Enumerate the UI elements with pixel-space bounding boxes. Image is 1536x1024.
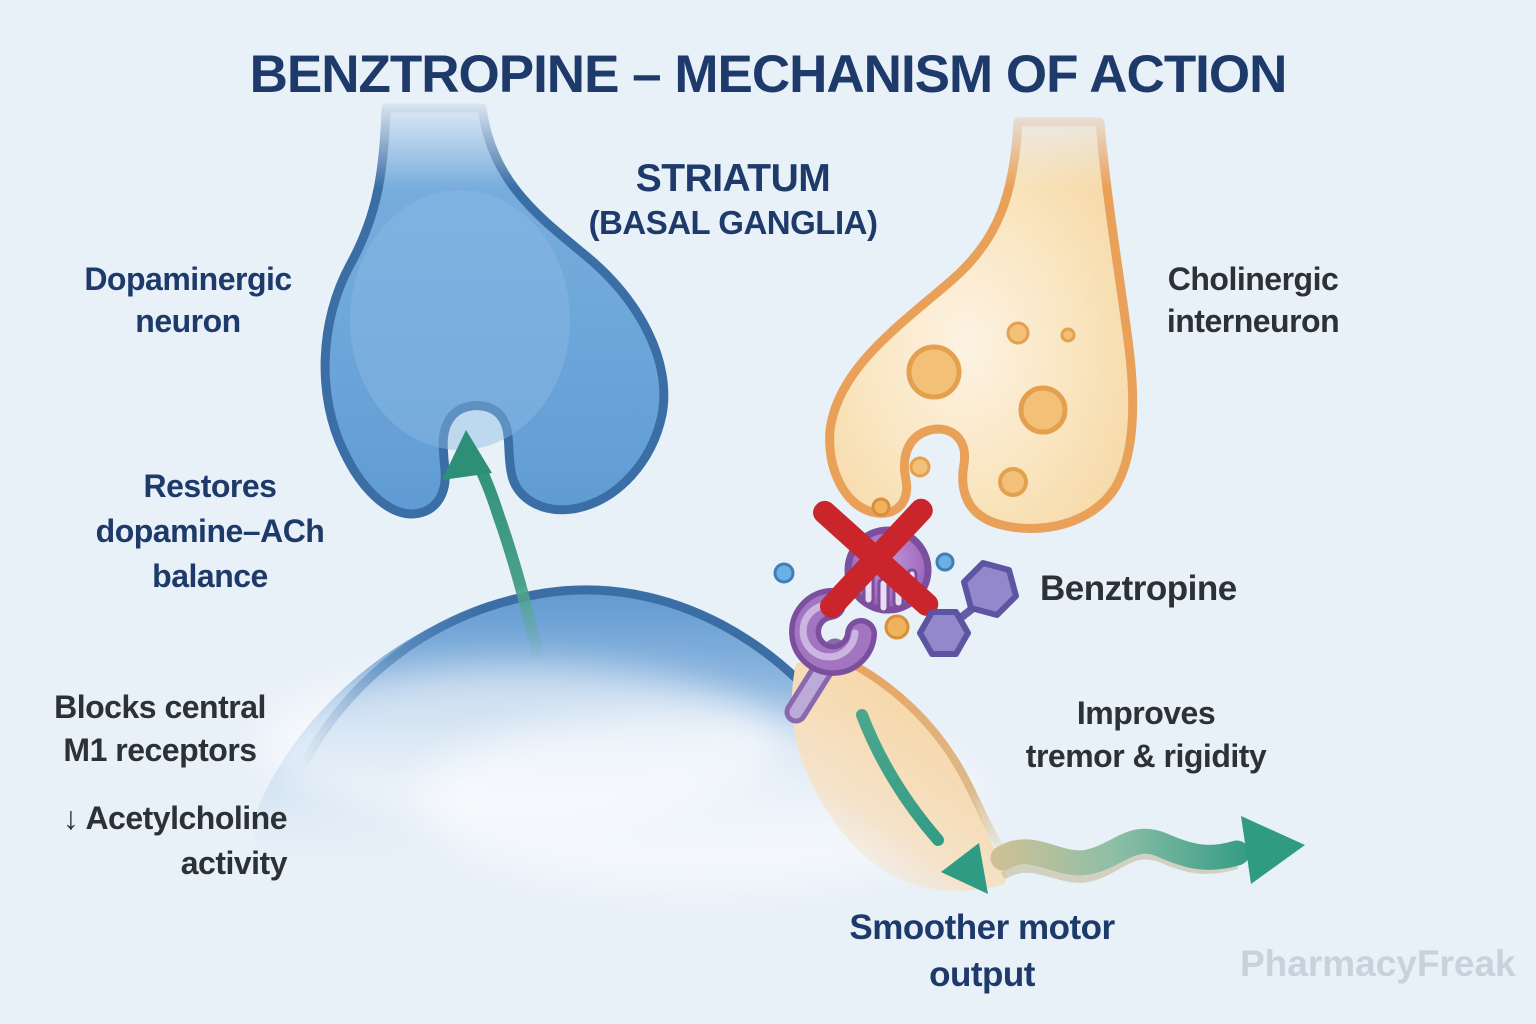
cholinergic-line2: interneuron [1166,303,1340,340]
dopaminergic-line2: neuron [135,303,241,340]
restores-line2: dopamine–ACh [95,512,325,549]
smoother-motor-output-label: Smoother motor output [832,904,1132,999]
dopaminergic-line1: Dopaminergic [84,261,292,297]
cholinergic-interneuron-label: Cholinergic interneuron [1103,258,1403,342]
benztropine-label: Benztropine [1040,569,1237,608]
postsynaptic-neuron-shape [255,585,980,890]
acetylcholine-line1: ↓ Acetylcholine [62,800,288,836]
acetylcholine-line2: activity [180,844,288,881]
neurotransmitter-dot-icon [773,497,955,640]
dopamine-arrow-icon [442,430,544,662]
red-cross-icon [813,498,939,618]
improves-line1: Improves [1076,695,1216,731]
blocks-line1: Blocks central [54,689,266,725]
striatum-line1: STRIATUM [635,157,831,200]
blocks-m1-receptors-label: Blocks central M1 receptors [10,686,310,772]
motor-output-arrow-icon [856,709,988,894]
wavy-motor-arrowhead-icon [1241,816,1305,884]
vesicle-icon [906,321,1076,497]
restores-balance-label: Restores dopamine–ACh balance [60,464,360,598]
restores-line1: Restores [143,468,277,504]
cholinergic-line1: Cholinergic [1167,261,1339,297]
improves-line2: tremor & rigidity [1025,738,1267,775]
watermark: PharmacyFreak [1240,943,1516,984]
improves-tremor-label: Improves tremor & rigidity [996,692,1296,778]
dopaminergic-neuron-label: Dopaminergic neuron [38,258,338,342]
acetylcholine-activity-label: ↓ Acetylcholine activity [0,796,288,886]
smoother-line1: Smoother motor [849,908,1115,947]
cholinergic-neuron-shape [825,117,1138,533]
striatum-line2: (BASAL GANGLIA) [588,203,878,241]
page-title: BENZTROPINE – MECHANISM OF ACTION [249,45,1288,104]
stalk-fade-overlay [320,96,1140,188]
striatum-label: STRIATUM (BASAL GANGLIA) [483,156,983,242]
m1-receptor-icon [784,588,877,724]
wavy-motor-arrow-icon [990,828,1250,876]
blocks-line2: M1 receptors [63,732,257,769]
motor-pathway-shape [791,648,1305,891]
dopaminergic-neuron-shape [320,103,669,519]
benztropine-molecule-icon [917,560,1019,657]
restores-line3: balance [152,557,268,594]
smoother-line2: output [929,955,1035,995]
